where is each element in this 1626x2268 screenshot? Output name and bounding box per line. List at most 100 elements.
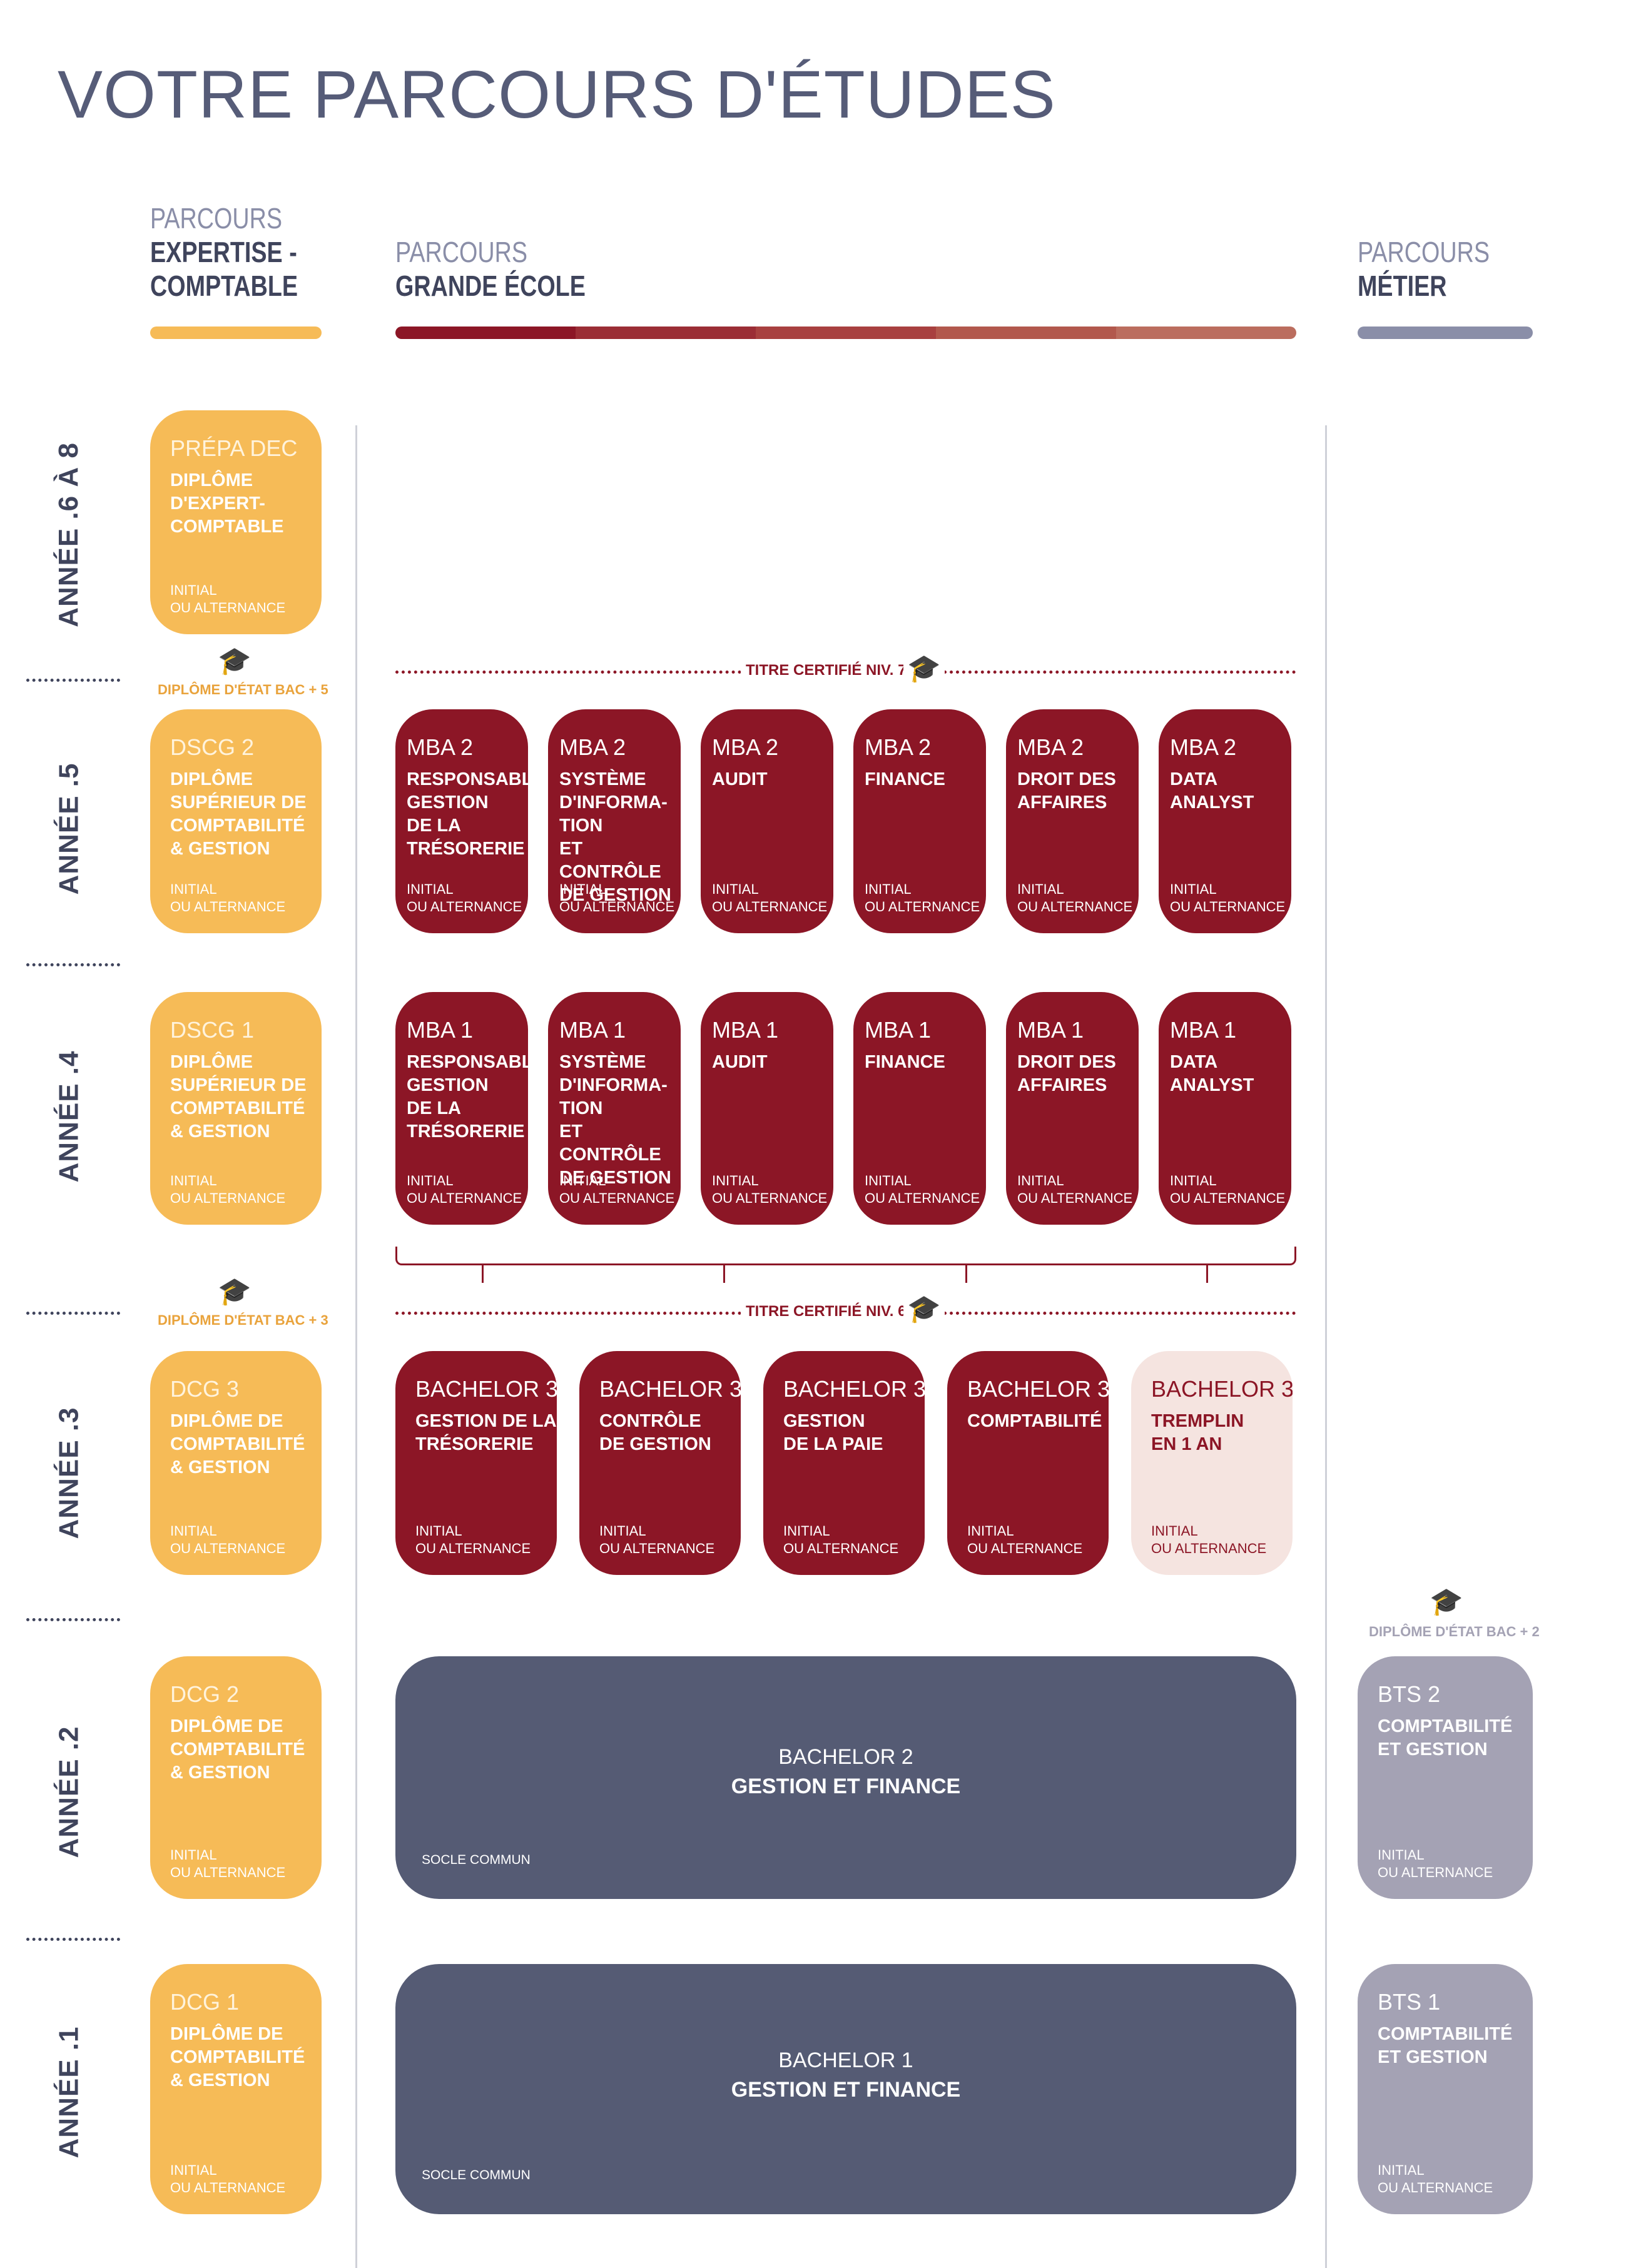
card-footer: INITIAL OU ALTERNANCE xyxy=(1378,2162,1493,2195)
card-level: MBA 2 xyxy=(1170,734,1237,760)
bachelor3-card-paie[interactable]: BACHELOR 3 GESTION DE LA PAIE INITIAL OU… xyxy=(763,1351,925,1575)
track-name: EXPERTISE - xyxy=(150,236,297,268)
card-title: RESPONSABLE GESTION DE LA TRÉSORERIE xyxy=(407,769,528,859)
card-footer: INITIAL OU ALTERNANCE xyxy=(865,1173,980,1206)
mba2-card-finance[interactable]: MBA 2 FINANCE INITIAL OU ALTERNANCE xyxy=(853,709,986,933)
card-footer: INITIAL OU ALTERNANCE xyxy=(170,881,286,914)
card-level: DCG 3 xyxy=(170,1376,240,1402)
card-level: MBA 1 xyxy=(1170,1017,1237,1043)
card-title: COMPTABILITÉ ET GESTION xyxy=(1378,2024,1513,2067)
card-title: COMPTABILITÉ xyxy=(967,1411,1102,1431)
expertise-card-dcg1[interactable]: DCG 1 DIPLÔME DE COMPTABILITÉ & GESTION … xyxy=(150,1964,322,2214)
card-level: BACHELOR 3 xyxy=(599,1376,741,1402)
mba2-card-data[interactable]: MBA 2 DATA ANALYST INITIAL OU ALTERNANCE xyxy=(1159,709,1291,933)
card-level: PRÉPA DEC xyxy=(170,435,298,461)
card-title: RESPONSABLE GESTION DE LA TRÉSORERIE xyxy=(407,1052,528,1142)
bachelor3-card-controle[interactable]: BACHELOR 3 CONTRÔLE DE GESTION INITIAL O… xyxy=(579,1351,741,1575)
bracket-tick xyxy=(965,1265,967,1283)
card-level: DSCG 1 xyxy=(170,1017,255,1043)
card-footer: INITIAL OU ALTERNANCE xyxy=(170,1523,286,1556)
expertise-card-dscg2[interactable]: DSCG 2 DIPLÔME SUPÉRIEUR DE COMPTABILITÉ… xyxy=(150,709,322,933)
year-separator xyxy=(26,1312,120,1315)
card-level: MBA 1 xyxy=(865,1017,932,1043)
mba1-card-data[interactable]: MBA 1 DATA ANALYST INITIAL OU ALTERNANCE xyxy=(1159,992,1291,1225)
card-footer: INITIAL OU ALTERNANCE xyxy=(170,1847,286,1880)
mba1-card-finance[interactable]: MBA 1 FINANCE INITIAL OU ALTERNANCE xyxy=(853,992,986,1225)
bts-card-bts1[interactable]: BTS 1 COMPTABILITÉ ET GESTION INITIAL OU… xyxy=(1358,1964,1533,2214)
card-footer: INITIAL OU ALTERNANCE xyxy=(407,881,522,914)
card-title: SYSTÈME D'INFORMA- TION ET CONTRÔLE DE G… xyxy=(559,1052,671,1188)
expertise-card-dcg3[interactable]: DCG 3 DIPLÔME DE COMPTABILITÉ & GESTION … xyxy=(150,1351,322,1575)
card-footer: INITIAL OU ALTERNANCE xyxy=(1378,1847,1493,1880)
card-title: SYSTÈME D'INFORMA- TION ET CONTRÔLE DE G… xyxy=(559,769,671,905)
mba2-card-audit[interactable]: MBA 2 AUDIT INITIAL OU ALTERNANCE xyxy=(701,709,833,933)
card-footer: INITIAL OU ALTERNANCE xyxy=(559,881,675,914)
track-prefix: PARCOURS xyxy=(395,236,527,268)
card-title: DIPLÔME D'EXPERT- COMPTABLE xyxy=(170,470,284,537)
card-footer: INITIAL OU ALTERNANCE xyxy=(599,1523,715,1556)
card-title: AUDIT xyxy=(712,769,768,789)
diploma-label-bac5: DIPLÔME D'ÉTAT BAC + 5 xyxy=(158,682,328,697)
card-footer: INITIAL OU ALTERNANCE xyxy=(1170,881,1286,914)
track-bar-metier xyxy=(1358,327,1533,339)
card-level: DCG 1 xyxy=(170,1989,240,2015)
track-name: MÉTIER xyxy=(1358,270,1447,302)
year-label: ANNÉE .3 xyxy=(53,1407,84,1539)
mba1-card-droit[interactable]: MBA 1 DROIT DES AFFAIRES INITIAL OU ALTE… xyxy=(1006,992,1139,1225)
card-level: BACHELOR 1 xyxy=(778,2048,913,2072)
card-footer: INITIAL OU ALTERNANCE xyxy=(170,2162,286,2195)
card-level: MBA 2 xyxy=(559,734,626,760)
card-level: BTS 1 xyxy=(1378,1989,1441,2015)
card-title: GESTION DE LA PAIE xyxy=(783,1411,883,1454)
diploma-label-bac2: DIPLÔME D'ÉTAT BAC + 2 xyxy=(1369,1624,1540,1639)
card-title: DROIT DES AFFAIRES xyxy=(1017,769,1116,813)
bachelor3-card-tremplin[interactable]: BACHELOR 3 TREMPLIN EN 1 AN INITIAL OU A… xyxy=(1131,1351,1293,1575)
mba2-card-droit[interactable]: MBA 2 DROIT DES AFFAIRES INITIAL OU ALTE… xyxy=(1006,709,1139,933)
card-footer: INITIAL OU ALTERNANCE xyxy=(1170,1173,1286,1206)
bracket-tick xyxy=(482,1265,484,1283)
track-name: GRANDE ÉCOLE xyxy=(395,270,586,302)
year-label: ANNÉE .1 xyxy=(53,2026,84,2159)
card-footer: INITIAL OU ALTERNANCE xyxy=(415,1523,531,1556)
card-level: MBA 2 xyxy=(407,734,474,760)
bachelor3-card-tresorerie[interactable]: BACHELOR 3 GESTION DE LA TRÉSORERIE INIT… xyxy=(395,1351,557,1575)
card-title: DATA ANALYST xyxy=(1170,769,1254,813)
card-footer: SOCLE COMMUN xyxy=(422,1853,531,1867)
mba1-card-tresorerie[interactable]: MBA 1 RESPONSABLE GESTION DE LA TRÉSORER… xyxy=(395,992,528,1225)
bachelor3-card-comptabilite[interactable]: BACHELOR 3 COMPTABILITÉ INITIAL OU ALTER… xyxy=(947,1351,1109,1575)
card-level: MBA 2 xyxy=(712,734,779,760)
track-header-expertise: PARCOURS EXPERTISE - COMPTABLE xyxy=(150,201,298,303)
socle-card-bachelor2[interactable]: BACHELOR 2 GESTION ET FINANCE SOCLE COMM… xyxy=(395,1656,1296,1899)
card-footer: INITIAL OU ALTERNANCE xyxy=(712,1173,828,1206)
card-footer: INITIAL OU ALTERNANCE xyxy=(967,1523,1083,1556)
year-label: ANNÉE .2 xyxy=(53,1726,84,1858)
mba1-card-si-controle[interactable]: MBA 1 SYSTÈME D'INFORMA- TION ET CONTRÔL… xyxy=(548,992,681,1225)
card-title: COMPTABILITÉ ET GESTION xyxy=(1378,1716,1513,1759)
mba2-card-tresorerie[interactable]: MBA 2 RESPONSABLE GESTION DE LA TRÉSORER… xyxy=(395,709,528,933)
graduation-cap-icon: 🎓 xyxy=(903,1296,945,1323)
expertise-card-dscg1[interactable]: DSCG 1 DIPLÔME SUPÉRIEUR DE COMPTABILITÉ… xyxy=(150,992,322,1225)
graduation-cap-icon: 🎓 xyxy=(1430,1587,1463,1617)
card-footer: INITIAL OU ALTERNANCE xyxy=(1151,1523,1267,1556)
expertise-card-dcg2[interactable]: DCG 2 DIPLÔME DE COMPTABILITÉ & GESTION … xyxy=(150,1656,322,1899)
socle-card-bachelor1[interactable]: BACHELOR 1 GESTION ET FINANCE SOCLE COMM… xyxy=(395,1964,1296,2214)
track-prefix: PARCOURS xyxy=(1358,236,1490,268)
mba1-card-audit[interactable]: MBA 1 AUDIT INITIAL OU ALTERNANCE xyxy=(701,992,833,1225)
track-header-grande-ecole: PARCOURS GRANDE ÉCOLE xyxy=(395,235,586,303)
track-name: COMPTABLE xyxy=(150,270,298,302)
column-divider xyxy=(355,425,357,2268)
bracket-tick xyxy=(1206,1265,1208,1283)
card-footer: INITIAL OU ALTERNANCE xyxy=(170,1173,286,1206)
card-level: BACHELOR 3 xyxy=(1151,1376,1293,1402)
card-level: MBA 1 xyxy=(712,1017,779,1043)
card-level: DSCG 2 xyxy=(170,734,255,760)
mba-bracket xyxy=(395,1247,1296,1265)
mba2-card-si-controle[interactable]: MBA 2 SYSTÈME D'INFORMA- TION ET CONTRÔL… xyxy=(548,709,681,933)
bracket-tick xyxy=(723,1265,725,1283)
bts-card-bts2[interactable]: BTS 2 COMPTABILITÉ ET GESTION INITIAL OU… xyxy=(1358,1656,1533,1899)
card-footer: INITIAL OU ALTERNANCE xyxy=(407,1173,522,1206)
year-separator xyxy=(26,1938,120,1941)
card-footer: SOCLE COMMUN xyxy=(422,2168,531,2182)
expertise-card-prepa-dec[interactable]: PRÉPA DEC DIPLÔME D'EXPERT- COMPTABLE IN… xyxy=(150,410,322,634)
card-footer: INITIAL OU ALTERNANCE xyxy=(1017,1173,1133,1206)
